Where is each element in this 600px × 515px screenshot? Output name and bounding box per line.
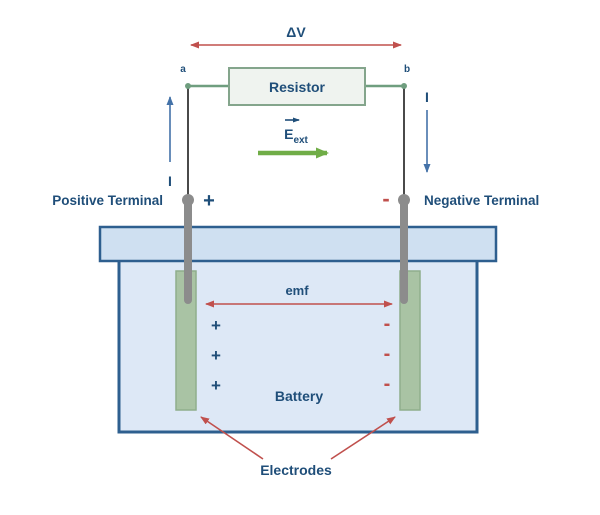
e-field-sub: ext (293, 135, 308, 146)
electrode-pointer-left (200, 416, 264, 460)
resistor-box (228, 67, 366, 106)
charge-plus-1: + (211, 316, 221, 335)
point-b-label: b (404, 64, 410, 75)
e-field-label: Eext (284, 126, 308, 146)
point-a-label: a (180, 64, 186, 75)
charge-plus-2: + (211, 346, 221, 365)
negative-terminal-label: Negative Terminal (424, 193, 539, 208)
charge-plus-3: + (211, 376, 221, 395)
charge-minus-2: - (384, 343, 391, 365)
battery-lid (98, 225, 498, 263)
current-left-label: I (168, 173, 172, 189)
terminal-dot-right (398, 194, 410, 206)
electrodes-label: Electrodes (260, 462, 332, 478)
charge-minus-1: - (384, 313, 391, 335)
terminal-plus-sign: + (203, 190, 215, 212)
delta-v-label: ΔV (286, 24, 306, 40)
electrode-pointer-right (330, 416, 396, 460)
terminal-minus-sign: - (382, 186, 389, 211)
node-b-dot (401, 83, 407, 89)
electrode-right (399, 270, 421, 411)
positive-terminal-label: Positive Terminal (52, 193, 163, 208)
node-a-dot (185, 83, 191, 89)
terminal-dot-left (182, 194, 194, 206)
battery-label: Battery (275, 388, 323, 404)
current-right-label: I (425, 89, 429, 105)
charge-minus-3: - (384, 373, 391, 395)
emf-label: emf (285, 283, 309, 298)
resistor-label: Resistor (269, 79, 326, 95)
e-field-main: E (284, 126, 293, 142)
